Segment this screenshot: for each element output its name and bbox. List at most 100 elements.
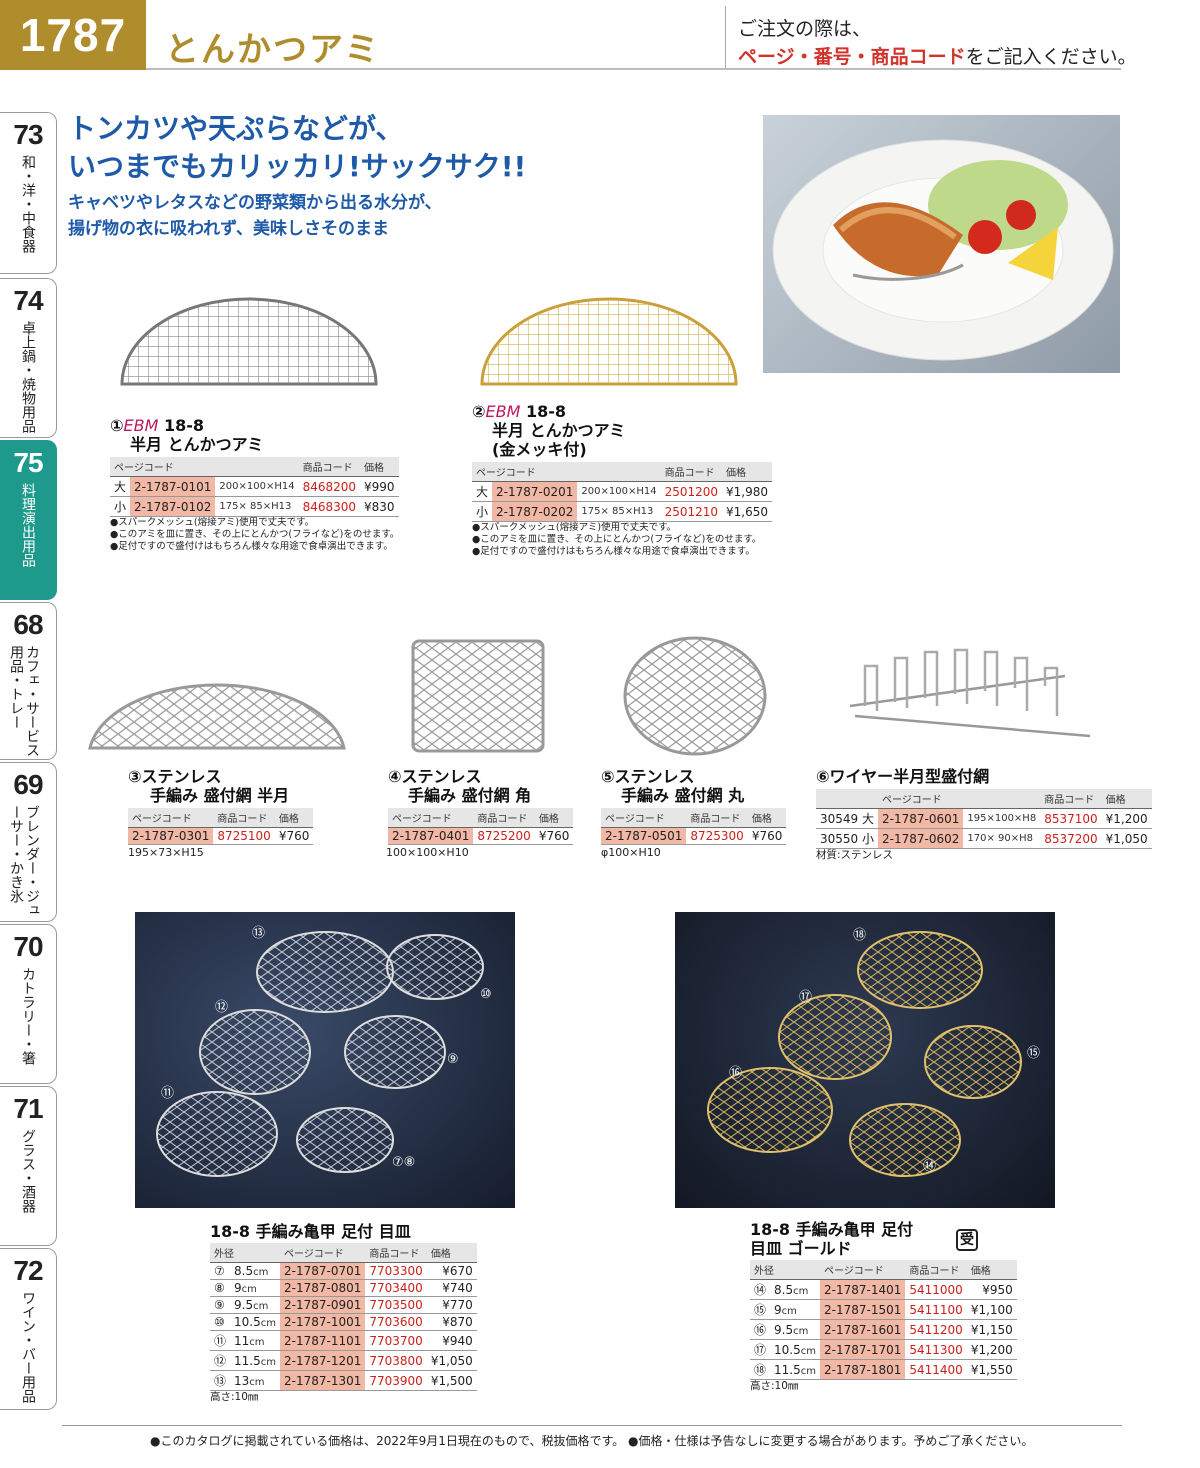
tab-label: カトラリー・箸 (20, 967, 36, 1065)
silver-plates-illustration (156, 931, 484, 1177)
footer-note: ●このカタログに掲載されている価格は、2022年9月1日現在のもので、税抜価格で… (150, 1434, 1034, 1448)
tonkatsu-plate-photo (763, 115, 1120, 373)
product-number: ① (110, 416, 124, 435)
subheadline-line1: キャベツやレタスなどの野菜類から出る水分が、 (68, 193, 442, 213)
photo-label: ⑭ (923, 1159, 937, 1174)
col-price: 価格 (360, 457, 399, 477)
tab-number: 72 (13, 1255, 43, 1286)
product-number: ④ (388, 767, 402, 786)
height-note: 高さ:10㎜ (750, 1380, 799, 1392)
product-number: ③ (128, 767, 142, 786)
header-rule (146, 68, 1121, 70)
tab-72[interactable]: 72 ワイン・バー用品 (0, 1248, 57, 1410)
gold-plates-photo: ⑱ ⑰ ⑮ ⑯ ⑭ (675, 912, 1055, 1208)
photo-label: ⑮ (1027, 1046, 1041, 1061)
product-2: ②EBM 18-8 半月 とんかつアミ (金メッキ付) ページコード商品コード価… (472, 402, 773, 558)
grade: 18-8 (520, 402, 567, 421)
tab-69[interactable]: 69 ブレンダー・ジューサー・かき氷 (0, 762, 57, 922)
photo-label: ⑱ (853, 928, 867, 943)
photo-label: ⑬ (252, 926, 266, 941)
gold-plates-product: 18-8 手編み亀甲 足付 目皿 ゴールド 受 外径ページコード商品コード価格 … (750, 1220, 1017, 1392)
page-number: 1787 (0, 0, 146, 70)
photo-label: ⑫ (215, 1000, 229, 1015)
product-name-variant: (金メッキ付) (492, 440, 587, 459)
col-page-code: ページコード (110, 457, 299, 477)
hand-woven-square-image (411, 639, 545, 753)
product-4-dimensions: 100×100×H10 (386, 846, 469, 859)
product-name: ステンレス (614, 767, 695, 786)
photo-label: ⑰ (799, 990, 813, 1005)
order-note-line1: ご注文の際は、 (738, 18, 872, 40)
order-note-highlight: ページ・番号・商品コード (738, 46, 966, 68)
headline: トンカツや天ぷらなどが、 いつまでもカリッカリ!サックサク!! (68, 110, 526, 186)
tab-label: 和・洋・中食器 (20, 155, 36, 253)
hand-woven-round-image (623, 636, 767, 756)
tab-label: ワイン・バー用品 (20, 1291, 36, 1403)
hand-woven-half-moon-image (88, 683, 346, 750)
made-to-order-badge: 受 (956, 1229, 978, 1251)
product-name: ステンレス (141, 767, 222, 786)
tab-label: グラス・酒器 (20, 1129, 36, 1213)
subheadline-line2: 揚げ物の衣に吸われず、美味しさそのまま (68, 219, 389, 239)
plate-illustration (772, 139, 1114, 361)
tab-label: カフェ・サービス用品・トレー (8, 645, 40, 757)
product-name: ワイヤー半月型盛付網 (829, 767, 990, 786)
brand: EBM (123, 416, 159, 435)
product-name: 半月 とんかつアミ (130, 435, 264, 454)
product-4: ④ステンレス 手編み 盛付網 角 ページコード商品コード価格 2-1787-04… (388, 767, 574, 845)
product-name-line2: 手編み 盛付網 半月 (150, 786, 290, 805)
brand: EBM (485, 402, 521, 421)
tab-label: 卓上鍋・焼物用品 (20, 321, 36, 433)
tab-number: 70 (13, 931, 43, 962)
height-note: 高さ:10㎜ (210, 1391, 259, 1403)
product-number: ② (472, 402, 486, 421)
product-name: ステンレス (401, 767, 482, 786)
product-5: ⑤ステンレス 手編み 盛付網 丸 ページコード商品コード価格 2-1787-05… (601, 767, 787, 845)
product-5-dimensions: φ100×H10 (601, 846, 661, 859)
silver-plates-photo: ⑬ ⑩ ⑫ ⑨ ⑪ ⑦⑧ (135, 912, 515, 1208)
tab-number: 74 (13, 285, 43, 316)
tab-74[interactable]: 74 卓上鍋・焼物用品 (0, 278, 57, 438)
grade: 18-8 (158, 416, 205, 435)
wire-half-moon-image (849, 648, 1091, 738)
product-name: 半月 とんかつアミ (492, 421, 626, 440)
tab-number: 75 (13, 447, 43, 478)
material-note: 材質:ステンレス (816, 849, 894, 861)
product-name-line2: 目皿 ゴールド (750, 1239, 852, 1258)
tab-70[interactable]: 70 カトラリー・箸 (0, 924, 57, 1084)
product-name: 18-8 手編み亀甲 足付 (750, 1220, 914, 1239)
photo-label: ⑯ (729, 1066, 743, 1081)
product-name-line2: 手編み 盛付網 角 (408, 786, 532, 805)
tab-number: 69 (13, 769, 43, 800)
tab-label: ブレンダー・ジューサー・かき氷 (8, 805, 40, 917)
product-name-line2: 手編み 盛付網 丸 (621, 786, 745, 805)
product-notes: ●スパークメッシュ(熔接アミ)使用で丈夫です。●このアミを皿に置き、その上にとん… (472, 522, 762, 557)
tab-75-active[interactable]: 75 料理演出用品 (0, 440, 57, 600)
tab-label: 料理演出用品 (20, 483, 36, 567)
col-item-code: 商品コード (298, 457, 361, 477)
